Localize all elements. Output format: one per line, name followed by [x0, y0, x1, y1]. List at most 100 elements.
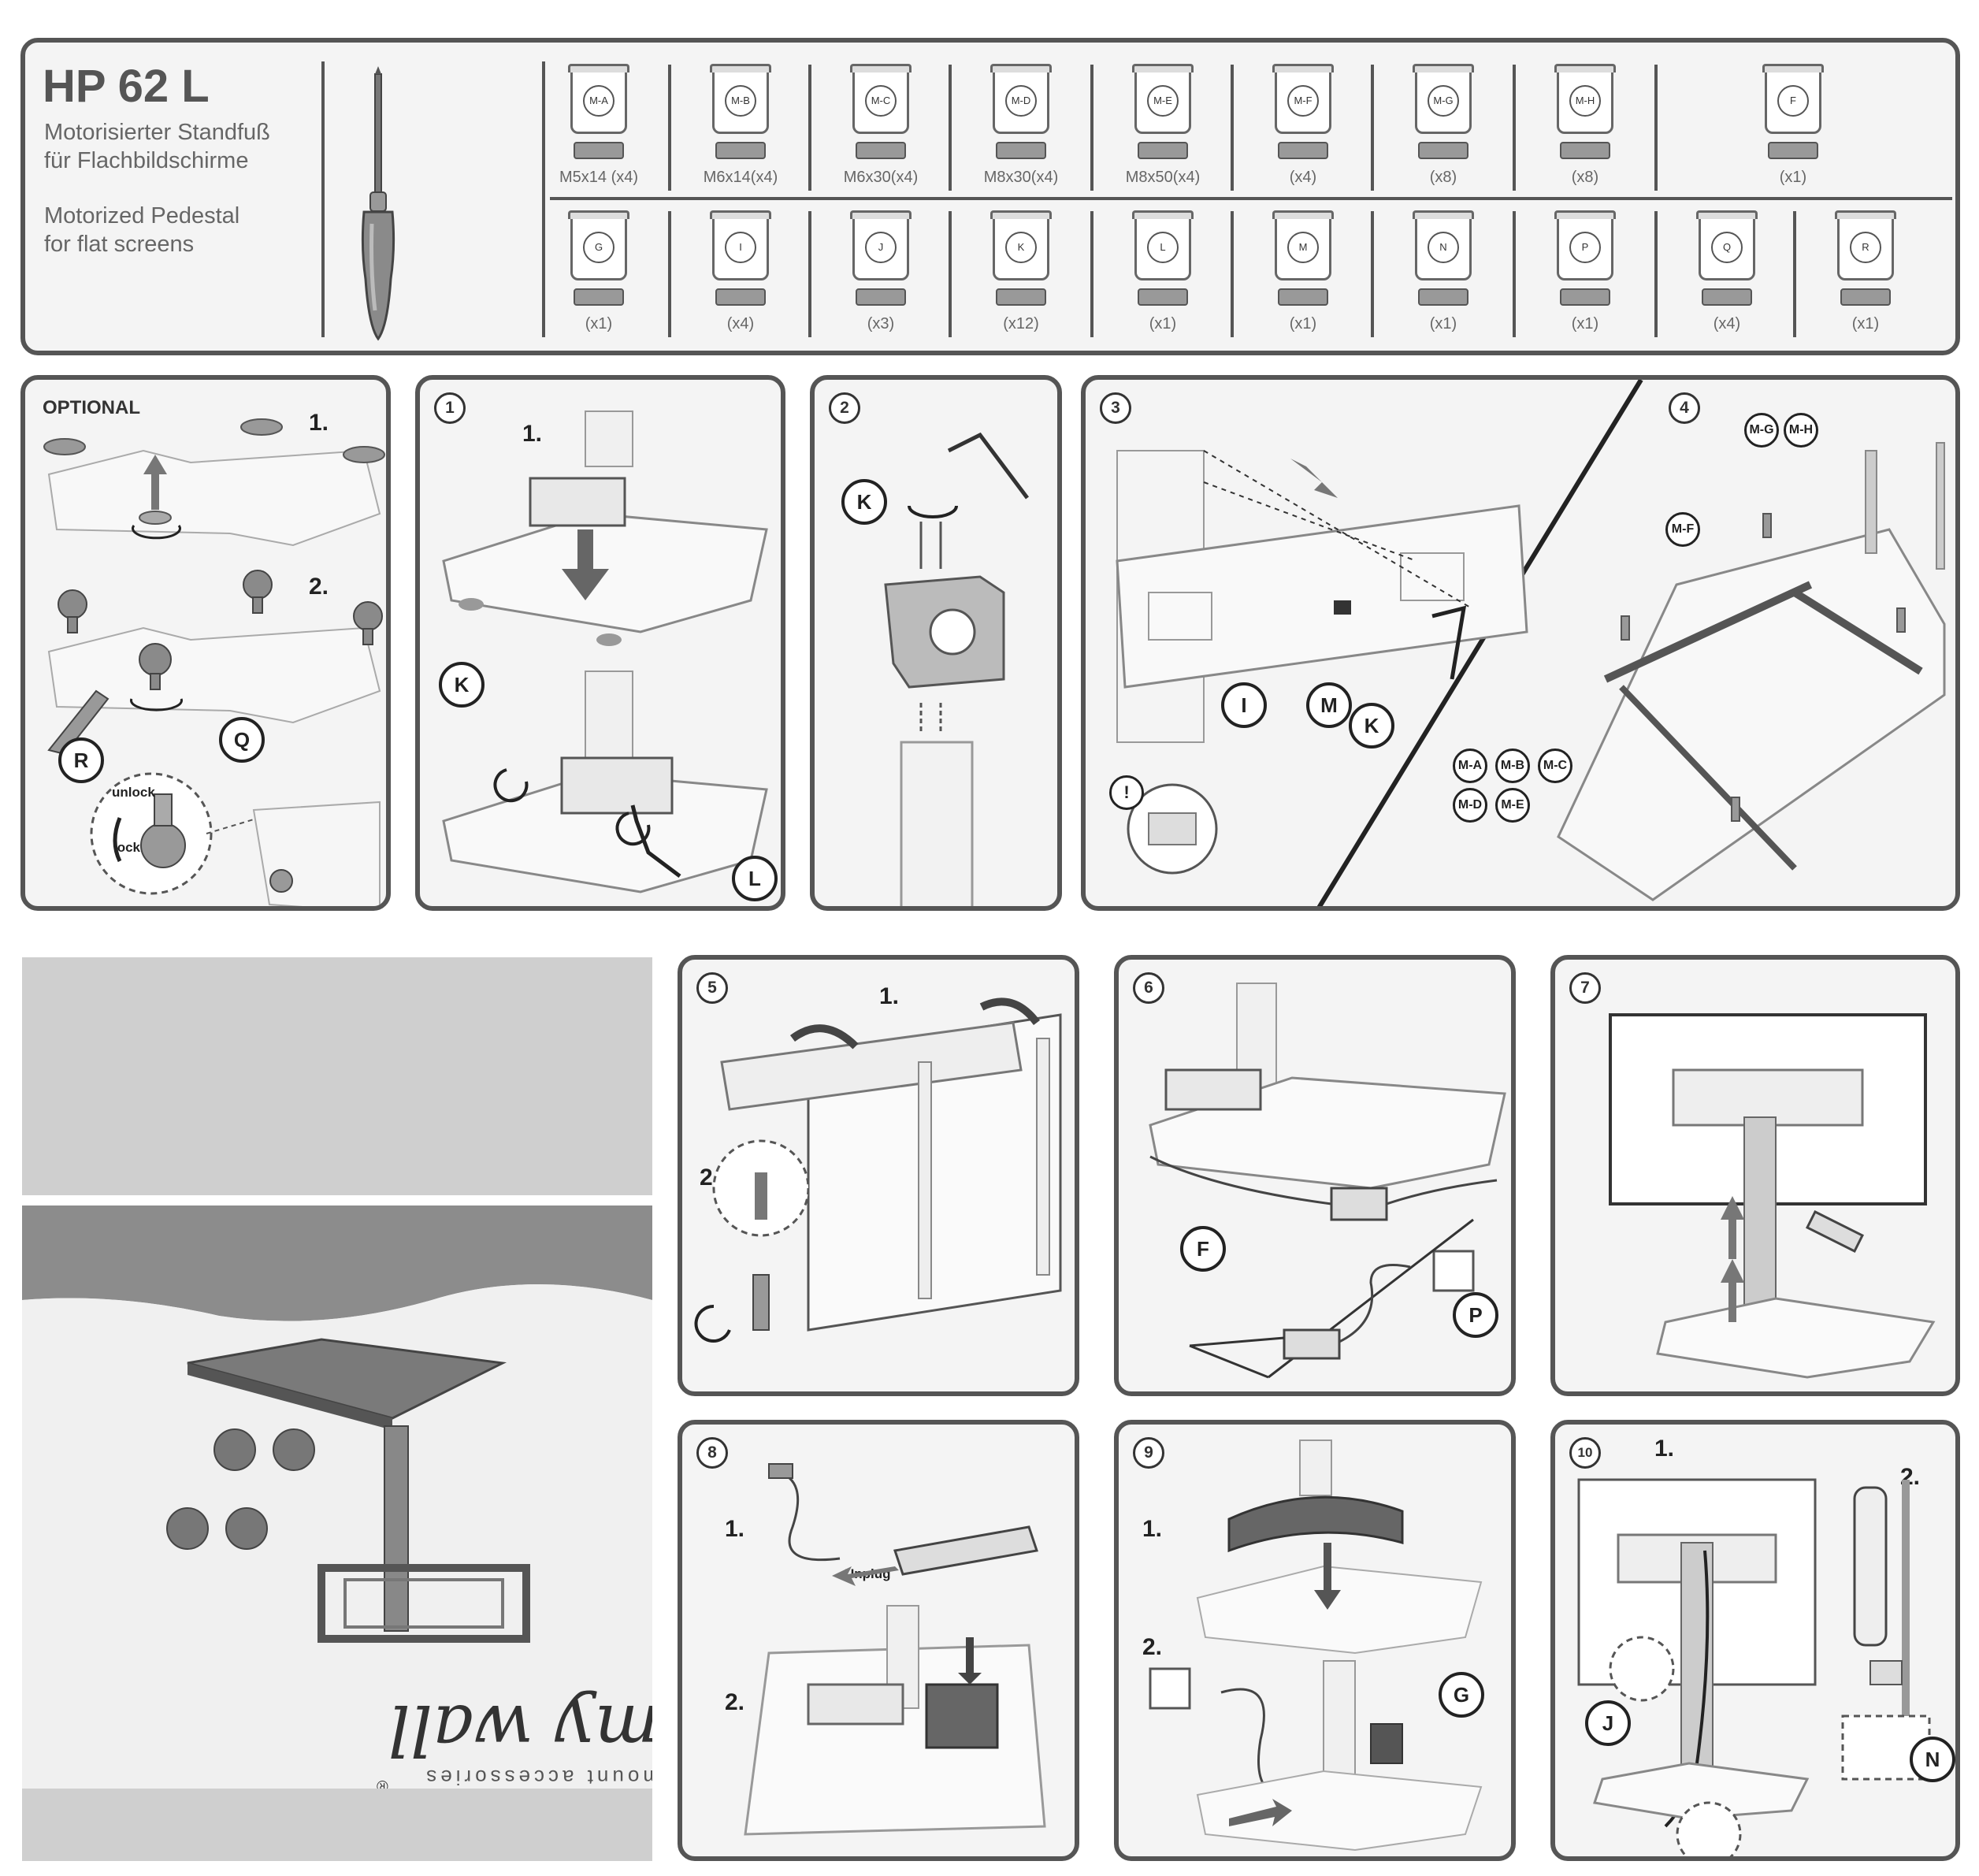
cover-image-area: mount accessories my wall ®: [22, 1205, 652, 1789]
part-code: R: [1850, 232, 1881, 263]
part-m: M(x1): [1234, 203, 1372, 345]
part-quantity: M5x14 (x4): [559, 169, 639, 186]
divider: [550, 197, 1952, 200]
part-bag-icon: M-B: [710, 64, 771, 134]
step-number: 8: [696, 1437, 728, 1469]
step-5-sub-1: 1.: [879, 983, 900, 1009]
callout-p: P: [1453, 1292, 1498, 1338]
step-5-panel: 5 1. 2.: [678, 955, 1079, 1396]
part-code: K: [1005, 232, 1037, 263]
part-code: M-B: [725, 85, 756, 117]
part-code: M-E: [1147, 85, 1179, 117]
divider: [949, 211, 952, 337]
part-quantity: (x8): [1571, 169, 1599, 186]
step-optional-panel: OPTIONAL 1. 2. R Q unlock lock: [20, 375, 391, 911]
cover-band-top: [22, 957, 652, 1195]
part-quantity: (x8): [1429, 169, 1457, 186]
product-illustration: [166, 1338, 530, 1643]
callout-k: K: [841, 479, 887, 525]
wall-plate-illustration: [1116, 450, 1528, 743]
part-bag-icon: P: [1554, 210, 1616, 280]
part-icon: [856, 288, 906, 306]
callout-m-f: M-F: [1665, 512, 1700, 547]
part-q: Q (x4): [1658, 203, 1796, 345]
part-bag-icon: F: [1762, 64, 1824, 134]
callout-l: L: [732, 856, 778, 901]
part-bag-icon: L: [1132, 210, 1194, 280]
step-number: 4: [1669, 392, 1700, 424]
divider-diagonal: [1316, 380, 1643, 906]
divider: [808, 211, 811, 337]
optional-title: OPTIONAL: [43, 397, 140, 418]
part-code: M-G: [1428, 85, 1459, 117]
subtitle-en-line1: Motorized Pedestal: [44, 203, 240, 228]
divider: [1090, 211, 1093, 337]
divider: [668, 65, 671, 191]
step-1-sub-1: 1.: [522, 421, 543, 447]
part-bag-icon: N: [1413, 210, 1474, 280]
part-code: M-H: [1569, 85, 1601, 117]
part-code: G: [583, 232, 614, 263]
part-icon: [1418, 142, 1468, 159]
part-quantity: (x3): [867, 315, 895, 332]
part-quantity: (x4): [1289, 169, 1317, 186]
part-quantity: M8x30(x4): [983, 169, 1059, 186]
step-7-panel: 7: [1550, 955, 1960, 1396]
part-code: F: [1777, 85, 1809, 117]
callout-j: J: [1585, 1700, 1631, 1746]
lock-label: lock: [113, 840, 141, 855]
part-quantity: (x1): [1429, 315, 1457, 332]
divider: [542, 61, 545, 337]
divider: [1654, 211, 1658, 337]
part-icon: [1418, 288, 1468, 306]
optional-step-1: 1.: [309, 410, 329, 436]
step-8-sub-2: 2.: [725, 1689, 745, 1715]
step-number: 1: [434, 392, 466, 424]
callout-m-b: M-B: [1495, 749, 1530, 783]
part-quantity: (x1): [1571, 315, 1599, 332]
part-code: M-A: [583, 85, 614, 117]
callout-n: N: [1910, 1737, 1955, 1782]
brand-name: my wall: [388, 1689, 652, 1770]
part-quantity: M6x30(x4): [843, 169, 919, 186]
part-icon: [1138, 288, 1188, 306]
step-number: 3: [1100, 392, 1131, 424]
part-icon: [1702, 288, 1752, 306]
caster-lock-detail-illustration: [90, 772, 381, 906]
subtitle-en: Motorized Pedestal for flat screens: [44, 202, 239, 258]
step-6-panel: 6 F P: [1114, 955, 1516, 1396]
part-bag-icon: Q: [1696, 210, 1758, 280]
part-icon: [1138, 142, 1188, 159]
subtitle-de-line2: für Flachbildschirme: [44, 148, 249, 173]
callout-i: I: [1221, 682, 1267, 728]
part-bag-icon: M-H: [1554, 64, 1616, 134]
divider: [1513, 65, 1516, 191]
part-bag-icon: M-E: [1132, 64, 1194, 134]
part-quantity: M8x50(x4): [1125, 169, 1201, 186]
part-quantity: (x1): [1289, 315, 1317, 332]
spacer-detail-illustration: [1127, 783, 1218, 875]
part-j: J(x3): [811, 203, 950, 345]
part-bag-icon: M-F: [1272, 64, 1334, 134]
step-8-sub-1: 1.: [725, 1516, 745, 1542]
part-quantity: (x4): [1713, 315, 1741, 332]
step-9-sub-2: 2.: [1142, 1634, 1163, 1660]
screwdriver-icon: [361, 66, 395, 341]
part-icon: [715, 288, 766, 306]
part-icon: [996, 142, 1046, 159]
part-quantity: (x1): [1149, 315, 1177, 332]
parts-list-panel: HP 62 L Motorisierter Standfuß für Flach…: [20, 38, 1960, 355]
part-icon: [1560, 288, 1610, 306]
callout-r: R: [58, 737, 104, 783]
callout-m-c: M-C: [1538, 749, 1572, 783]
part-bag-icon: I: [710, 210, 771, 280]
part-quantity: (x1): [1851, 315, 1880, 332]
step-number: 6: [1133, 972, 1164, 1004]
part-quantity: (x12): [1003, 315, 1039, 332]
step-9-panel: 9 1. 2. G: [1114, 1420, 1516, 1861]
divider: [1371, 211, 1374, 337]
tv-back-rails-illustration: [1557, 442, 1946, 901]
